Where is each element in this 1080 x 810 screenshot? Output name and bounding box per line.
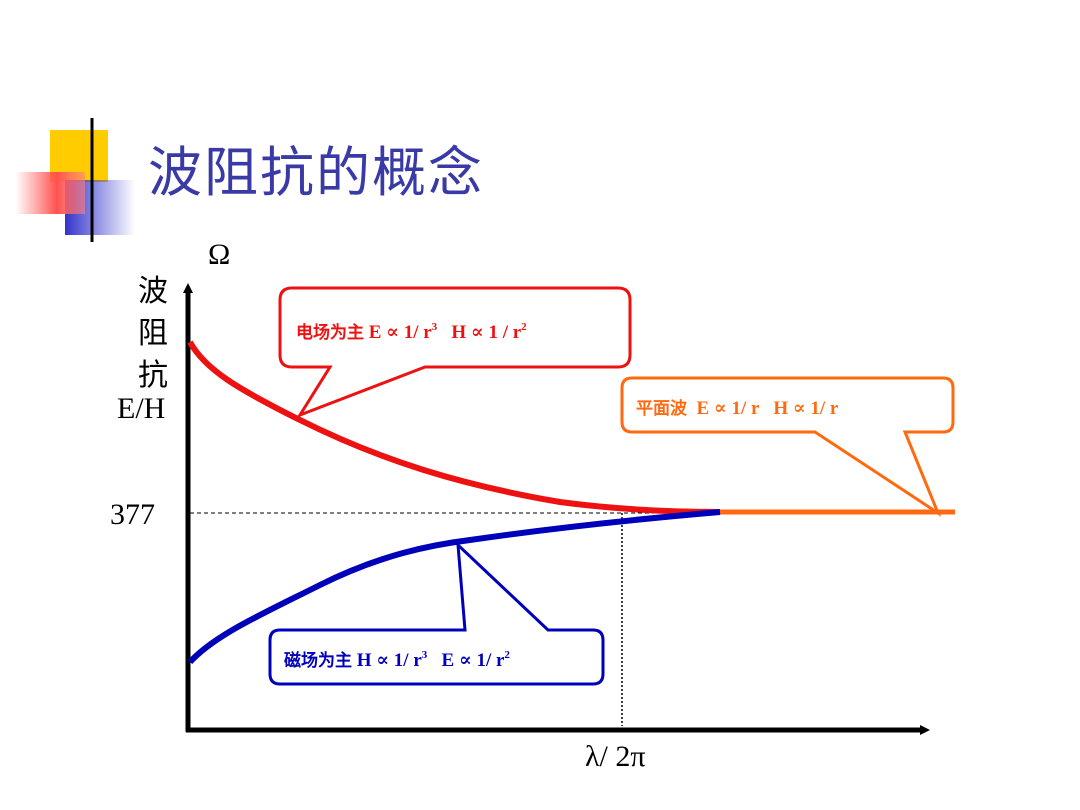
callout-prefix: 平面波 [636, 399, 687, 419]
y-axis-label-line-3: 抗 [138, 358, 168, 393]
e-formula: E ∝ 1/ r [441, 650, 505, 671]
e-exponent: 3 [431, 321, 438, 333]
h-exponent: 3 [421, 649, 428, 661]
magnetic-callout-bubble [268, 541, 605, 686]
plane-callout-bubble [620, 376, 955, 517]
e-formula: E ∝ 1/ r [696, 398, 760, 419]
e-exponent: 2 [504, 649, 510, 661]
y-axis-label-line-1: 波 [138, 274, 168, 309]
h-exponent: 2 [521, 321, 527, 333]
h-formula: H ∝ 1/ r [773, 398, 839, 419]
y-axis-label-line-2: 阻 [138, 316, 168, 351]
e-formula: E ∝ 1/ r [368, 322, 432, 343]
y-axis-unit: Ω [208, 238, 231, 271]
page-title: 波阻抗的概念 [148, 141, 484, 204]
y-reference-value: 377 [110, 498, 155, 531]
electric-callout-text: 电场为主 E ∝ 1/ r3 H ∝ 1 / r2 [296, 318, 527, 344]
x-axis-label: λ/ 2π [585, 740, 646, 773]
h-formula: H ∝ 1/ r [356, 650, 422, 671]
title-decoration [15, 118, 975, 242]
magnetic-field-curve [187, 509, 721, 665]
electric-callout-bubble [278, 286, 632, 419]
y-axis-label-line-4: E/H [117, 392, 166, 425]
magnetic-callout-text: 磁场为主 H ∝ 1/ r3 E ∝ 1/ r2 [284, 646, 510, 672]
plane-callout-text: 平面波 E ∝ 1/ r H ∝ 1/ r [636, 394, 838, 420]
electric-field-curve [187, 340, 721, 515]
callout-prefix: 电场为主 [296, 323, 364, 343]
callout-prefix: 磁场为主 [284, 651, 352, 671]
h-formula: H ∝ 1 / r [451, 322, 522, 343]
